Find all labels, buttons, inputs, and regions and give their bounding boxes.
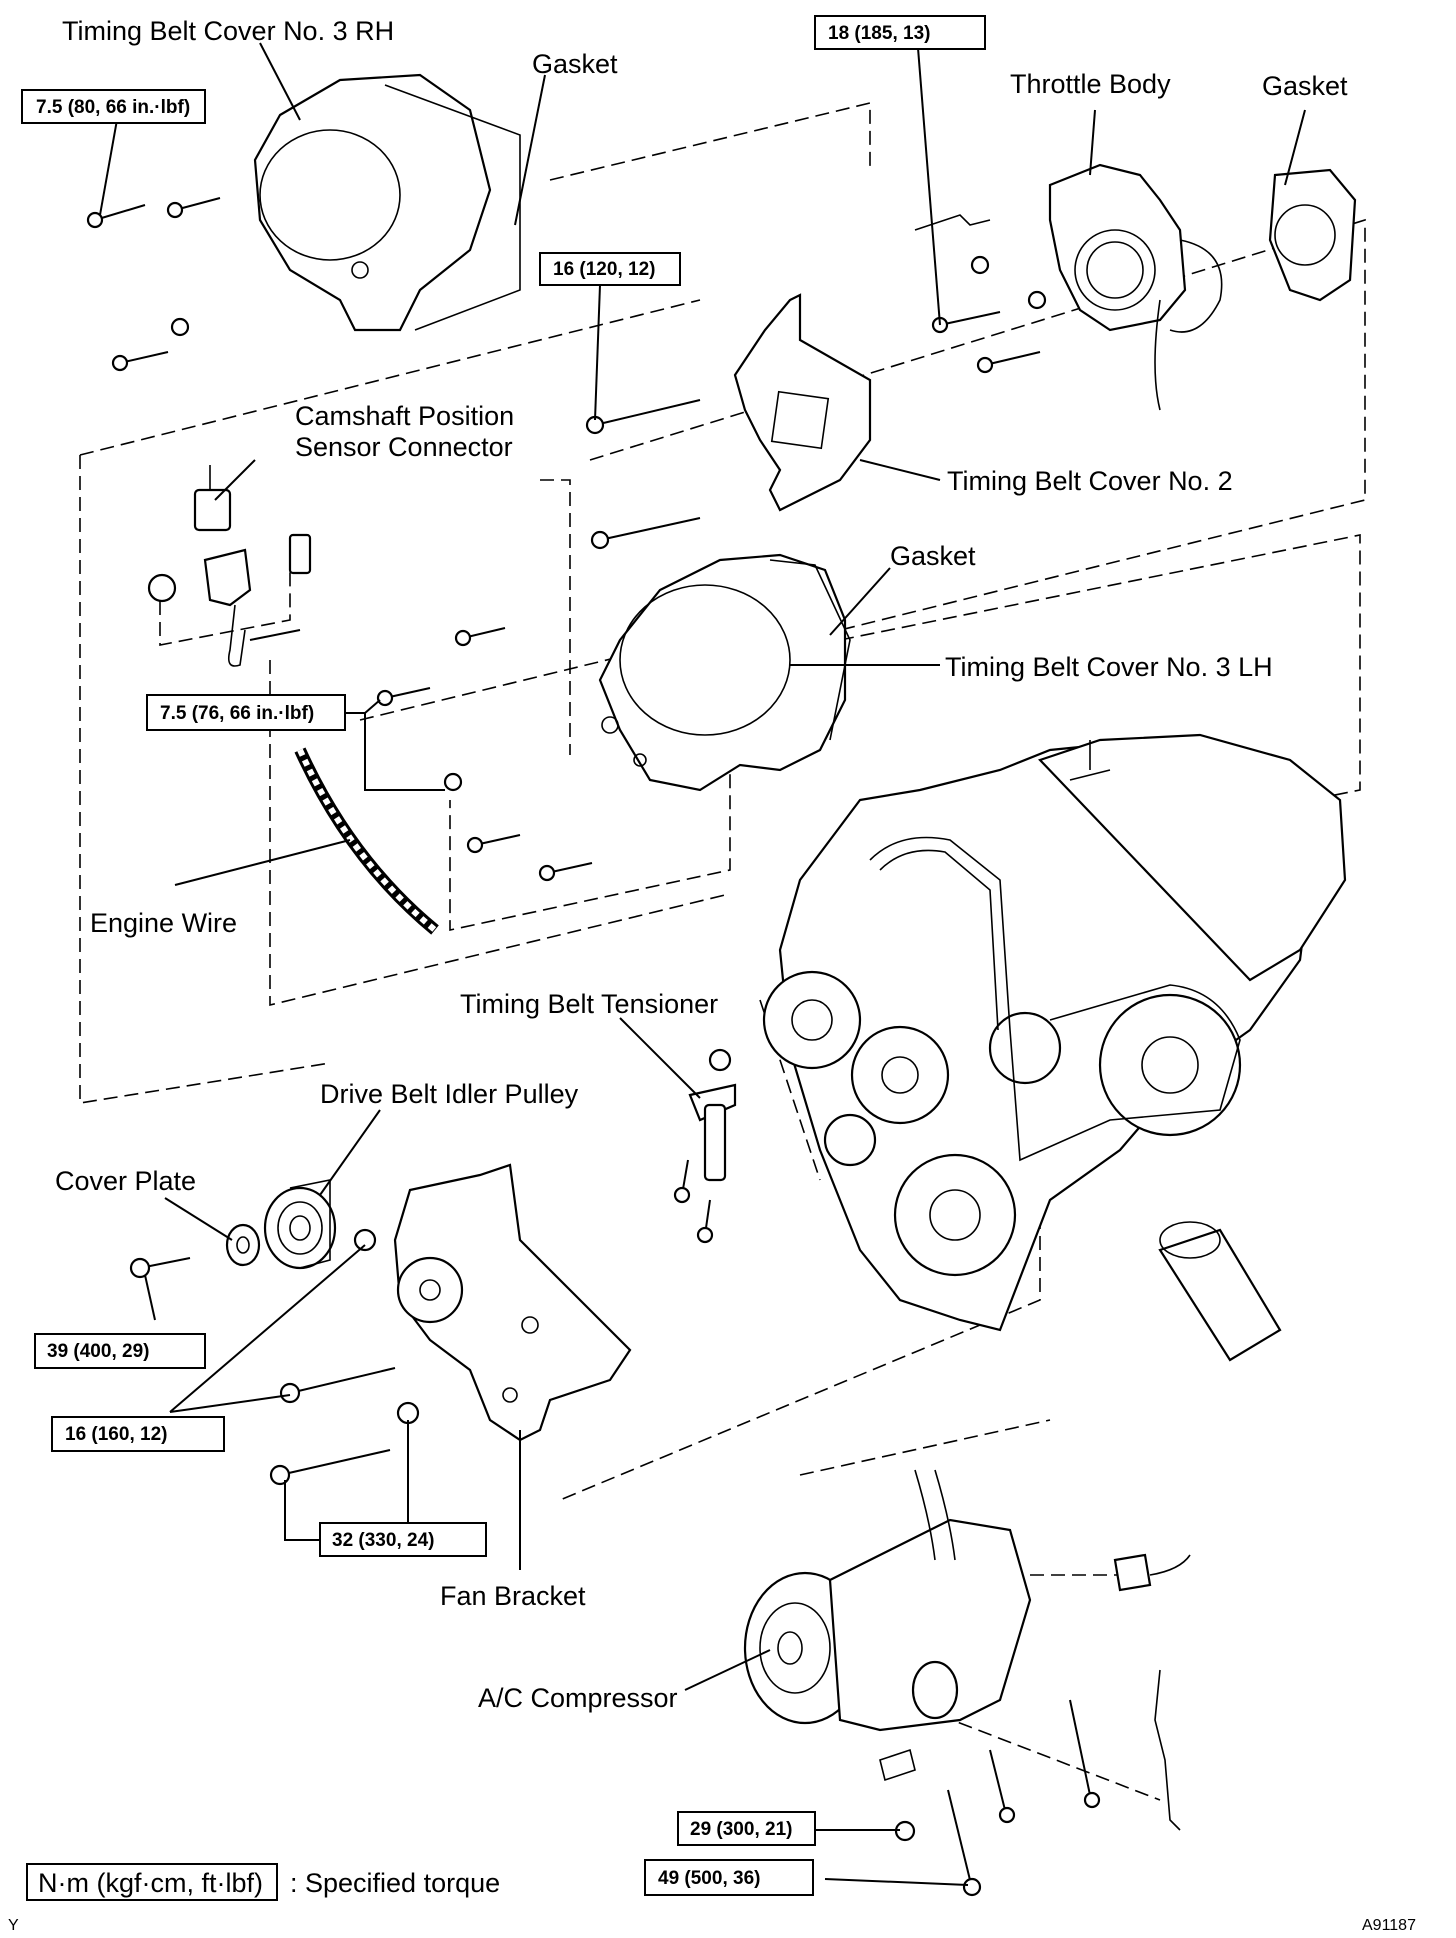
timing-belt-tensioner bbox=[673, 1048, 737, 1244]
timing-belt-cover-no3-rh bbox=[253, 73, 521, 332]
svg-text:7.5 (80, 66 in.·lbf): 7.5 (80, 66 in.·lbf) bbox=[36, 97, 190, 118]
torque-box-cover-lh: 7.5 (76, 66 in.·lbf) bbox=[146, 694, 346, 731]
label-idler-pulley: Drive Belt Idler Pulley bbox=[320, 1079, 579, 1109]
svg-text:29 (300, 21): 29 (300, 21) bbox=[690, 1819, 792, 1840]
bolts-cover-rh bbox=[86, 197, 221, 372]
label-cover-no3-lh: Timing Belt Cover No. 3 LH bbox=[945, 652, 1273, 682]
torque-box-comp-49: 49 (500, 36) bbox=[644, 1859, 814, 1896]
label-engine-wire: Engine Wire bbox=[90, 908, 237, 938]
legend-text: : Specified torque bbox=[290, 1868, 500, 1898]
torque-box-pulley: 39 (400, 29) bbox=[34, 1333, 206, 1369]
svg-text:16 (120, 12): 16 (120, 12) bbox=[553, 259, 655, 280]
label-gasket-right: Gasket bbox=[1262, 71, 1348, 101]
svg-text:32 (330, 24): 32 (330, 24) bbox=[332, 1530, 434, 1551]
fan-bracket bbox=[393, 1163, 632, 1442]
label-gasket-top: Gasket bbox=[532, 49, 618, 79]
torque-box-bracket-16: 16 (160, 12) bbox=[51, 1416, 225, 1452]
torque-legend: N·m (kgf·cm, ft·lbf) : Specified torque bbox=[26, 1863, 500, 1901]
label-cover-plate: Cover Plate bbox=[55, 1166, 196, 1196]
label-tensioner: Timing Belt Tensioner bbox=[460, 989, 718, 1019]
label-cover-no2: Timing Belt Cover No. 2 bbox=[947, 466, 1233, 496]
throttle-bolts bbox=[914, 214, 1047, 374]
timing-belt-cover-no3-lh bbox=[598, 553, 851, 792]
label-throttle-body: Throttle Body bbox=[1010, 69, 1171, 99]
torque-box-cover-no2: 16 (120, 12) bbox=[539, 252, 681, 286]
engine-wire bbox=[294, 747, 439, 935]
timing-belt-cover-no2 bbox=[733, 293, 872, 512]
figure-id: A91187 bbox=[1362, 1917, 1416, 1934]
torque-box-bracket-32: 32 (330, 24) bbox=[319, 1522, 487, 1557]
drive-belt-idler-pulley bbox=[263, 1179, 337, 1270]
label-ac-compressor: A/C Compressor bbox=[478, 1683, 678, 1713]
throttle-gasket bbox=[1268, 168, 1357, 302]
engine-block bbox=[762, 733, 1347, 1362]
torque-box-cover-rh: 7.5 (80, 66 in.·lbf) bbox=[21, 89, 206, 124]
svg-text:39 (400, 29): 39 (400, 29) bbox=[47, 1341, 149, 1362]
label-gasket-mid: Gasket bbox=[890, 541, 976, 571]
cover-plate-part bbox=[225, 1223, 261, 1267]
svg-text:18 (185, 13): 18 (185, 13) bbox=[828, 23, 930, 44]
leader-lines bbox=[99, 42, 1306, 1886]
ac-compressor bbox=[743, 1469, 1191, 1831]
torque-box-comp-29: 29 (300, 21) bbox=[677, 1811, 816, 1846]
label-cam-sensor-1: Camshaft Position bbox=[295, 401, 514, 431]
torque-box-throttle: 18 (185, 13) bbox=[814, 15, 986, 50]
corner-mark-left: Y bbox=[8, 1917, 19, 1934]
label-cam-sensor-2: Sensor Connector bbox=[295, 432, 513, 462]
bracket-bolts bbox=[269, 1367, 420, 1486]
bolts-cover-no2 bbox=[585, 399, 701, 550]
bolts-cover-lh bbox=[376, 627, 593, 882]
svg-text:49 (500, 36): 49 (500, 36) bbox=[658, 1868, 760, 1889]
label-fan-bracket: Fan Bracket bbox=[440, 1581, 586, 1611]
camshaft-sensor-connector bbox=[147, 465, 312, 667]
legend-unit-box: N·m (kgf·cm, ft·lbf) bbox=[38, 1868, 263, 1898]
svg-text:16 (160, 12): 16 (160, 12) bbox=[65, 1424, 167, 1445]
pulley-bolt bbox=[129, 1228, 377, 1279]
svg-text:7.5 (76, 66 in.·lbf): 7.5 (76, 66 in.·lbf) bbox=[160, 703, 314, 724]
throttle-body bbox=[1048, 163, 1223, 411]
label-cover-no3-rh: Timing Belt Cover No. 3 RH bbox=[62, 16, 394, 46]
compressor-bolts bbox=[894, 1699, 1101, 1897]
